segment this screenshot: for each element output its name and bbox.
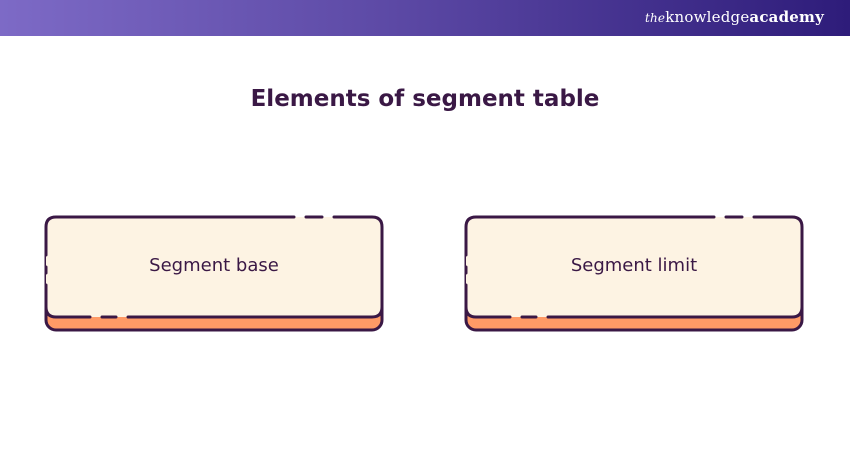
segment-limit-label: Segment limit [570, 255, 698, 276]
segment-base-card: Segment base [44, 215, 384, 333]
card-frame-1 [44, 215, 384, 332]
brand-middle: knowledge [665, 8, 750, 26]
diagram-title: Elements of segment table [250, 86, 600, 112]
card-frame-2 [464, 215, 804, 332]
segment-limit-card: Segment limit [464, 215, 804, 333]
brand-suffix: academy [749, 8, 824, 26]
brand-logo[interactable]: theknowledgeacademy [645, 8, 824, 26]
segment-base-label: Segment base [149, 255, 279, 276]
brand-prefix: the [644, 11, 666, 25]
header-bar: theknowledgeacademy [0, 0, 850, 36]
